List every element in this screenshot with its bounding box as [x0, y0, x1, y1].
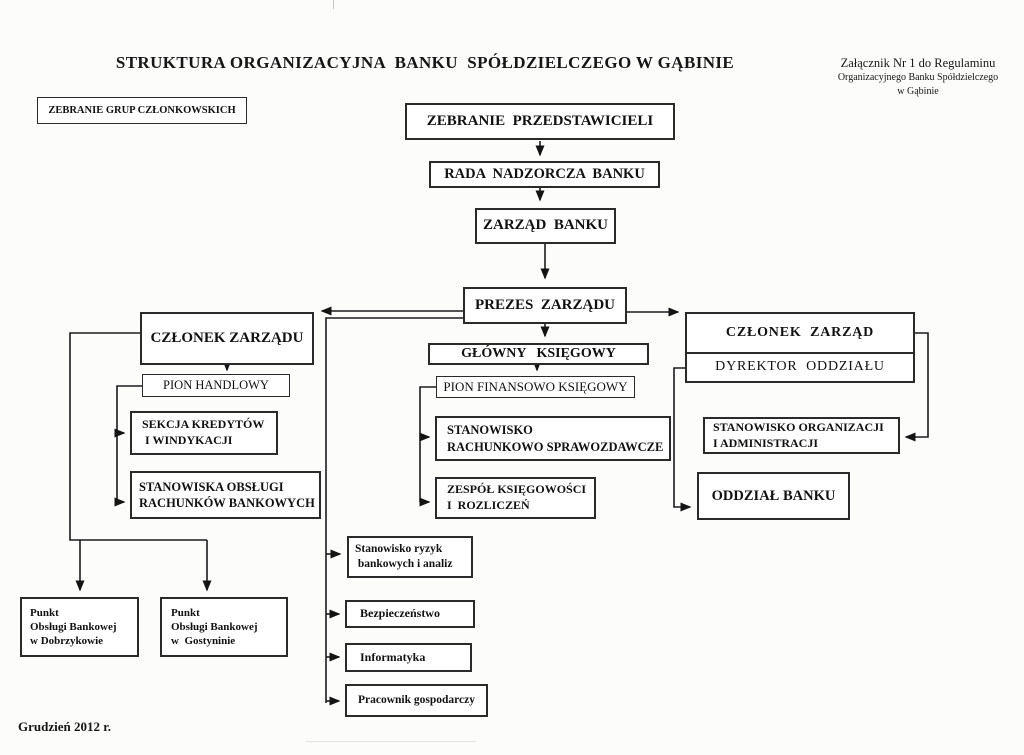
node-zarzad-banku: ZARZĄD BANKU	[475, 208, 616, 244]
node-rada-nadzorcza-banku: RADA NADZORCZA BANKU	[429, 161, 660, 188]
node-zebranie-przedstawicieli: ZEBRANIE PRZEDSTAWICIELI	[405, 103, 675, 140]
node-zespol-ksiegowosci-i-rozliczen: ZESPÓŁ KSIĘGOWOŚCI I ROZLICZEŃ	[435, 477, 596, 519]
node-czlonek-zarzad: CZŁONEK ZARZĄD	[685, 312, 915, 354]
node-pracownik-gospodarczy: Pracownik gospodarczy	[345, 684, 488, 717]
node-stanowisko-rachunkowo-sprawozdawcze: STANOWISKO RACHUNKOWO SPRAWOZDAWCZE	[435, 416, 671, 461]
attachment-note: Załącznik Nr 1 do Regulaminu Organizacyj…	[818, 56, 1018, 98]
node-zebranie-grup-czlonkowskich: ZEBRANIE GRUP CZŁONKOWSKICH	[37, 97, 247, 124]
attachment-note-line: Organizacyjnego Banku Spółdzielczego	[837, 72, 999, 83]
node-dyrektor-oddzialu: DYREKTOR ODDZIAŁU	[685, 352, 915, 383]
node-sekcja-kredytow-i-windykacji: SEKCJA KREDYTÓW I WINDYKACJI	[130, 411, 278, 455]
attachment-note-line: w Gąbinie	[897, 85, 939, 97]
page-title: STRUKTURA ORGANIZACYJNA BANKU SPÓŁDZIELC…	[115, 53, 735, 72]
node-czlonek-zarzadu: CZŁONEK ZARZĄDU	[140, 312, 314, 365]
footer-date: Grudzień 2012 r.	[18, 719, 112, 734]
attachment-note-line: Załącznik Nr 1 do Regulaminu	[840, 56, 996, 70]
node-stanowisko-organizacji-i-administracji: STANOWISKO ORGANIZACJI I ADMINISTRACJI	[703, 417, 900, 454]
node-stanowisko-ryzyk-bankowych: Stanowisko ryzyk bankowych i analiz	[347, 536, 473, 578]
node-pion-handlowy: PION HANDLOWY	[142, 374, 290, 397]
scan-artifact	[306, 741, 476, 742]
node-bezpieczenstwo: Bezpieczeństwo	[345, 600, 475, 628]
node-stanowiska-obslugi-rachunkow: STANOWISKA OBSŁUGI RACHUNKÓW BANKOWYCH	[130, 471, 321, 519]
node-punkt-obslugi-dobrzykowo: Punkt Obsługi Bankowej w Dobrzykowie	[20, 597, 139, 657]
node-informatyka: Informatyka	[345, 643, 472, 672]
node-pion-finansowo-ksiegowy: PION FINANSOWO KSIĘGOWY	[436, 376, 635, 398]
node-prezes-zarzadu: PREZES ZARZĄDU	[463, 287, 627, 324]
node-oddzial-banku: ODDZIAŁ BANKU	[697, 472, 850, 520]
node-glowny-ksiegowy: GŁÓWNY KSIĘGOWY	[428, 343, 649, 365]
scan-artifact	[333, 0, 334, 9]
node-punkt-obslugi-gostynin: Punkt Obsługi Bankowej w Gostyninie	[160, 597, 288, 657]
